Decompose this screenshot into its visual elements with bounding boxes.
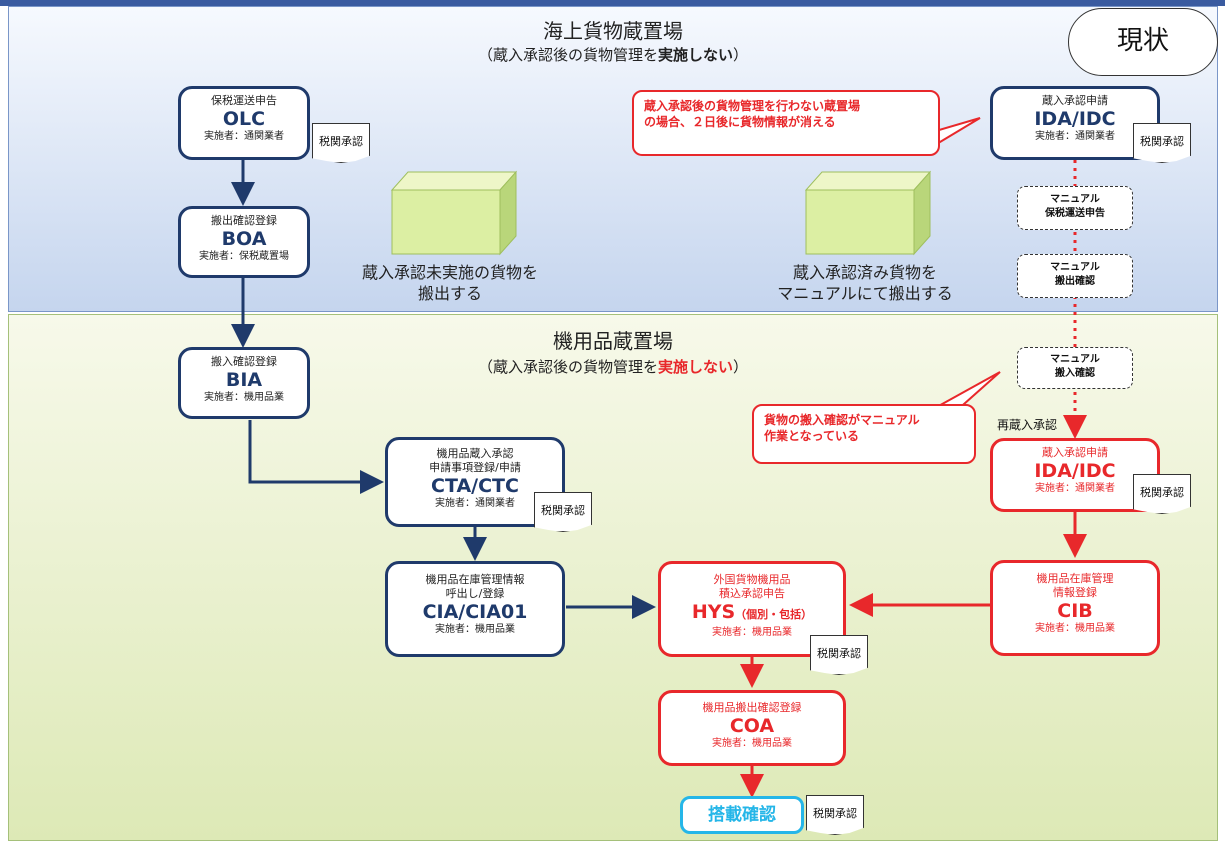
customs-approval-doc: 税関承認: [1133, 123, 1191, 163]
olc-box: 保税運送申告 OLC 実施者：通関業者: [178, 86, 310, 160]
customs-approval-doc: 税関承認: [1133, 474, 1191, 514]
cib-box: 機用品在庫管理 情報登録 CIB 実施者：機用品業: [990, 560, 1160, 656]
ida-idc-box: 蔵入承認申請 IDA/IDC 実施者：通関業者: [990, 86, 1160, 160]
boa-box: 搬出確認登録 BOA 実施者：保税蔵置場: [178, 206, 310, 278]
customs-approval-doc: 税関承認: [312, 123, 370, 163]
coa-box: 機用品搬出確認登録 COA 実施者：機用品業: [658, 690, 846, 766]
manual-carry-in-box: マニュアル搬入確認: [1017, 347, 1133, 389]
cargo-cube-left: [390, 170, 518, 256]
zone-title: 海上貨物蔵置場: [543, 19, 683, 43]
left-cube-caption: 蔵入承認未実施の貨物を搬出する: [361, 263, 538, 303]
reentry-label: 再蔵入承認: [997, 418, 1058, 432]
zone-title: 機用品蔵置場: [553, 329, 673, 353]
ida-idc-reentry-box: 蔵入承認申請 IDA/IDC 実施者：通関業者: [990, 438, 1160, 512]
top-accent-bar: [0, 0, 1225, 6]
manual-carry-out-box: マニュアル搬出確認: [1017, 254, 1133, 298]
bia-box: 搬入確認登録 BIA 実施者：機用品業: [178, 347, 310, 419]
callout-data-expiry: 蔵入承認後の貨物管理を行わない蔵置場の場合、２日後に貨物情報が消える: [632, 90, 940, 156]
loading-confirmation-box: 搭載確認: [680, 796, 804, 834]
callout-manual-carry-in: 貨物の搬入確認がマニュアル作業となっている: [752, 404, 976, 464]
right-cube-caption: 蔵入承認済み貨物をマニュアルにて搬出する: [777, 263, 953, 303]
zone-subtitle: （蔵入承認後の貨物管理を実施しない）: [477, 46, 749, 64]
status-label: 現状: [1068, 8, 1218, 76]
manual-bonded-transport-box: マニュアル保税運送申告: [1017, 186, 1133, 230]
cia-box: 機用品在庫管理情報 呼出し/登録 CIA/CIA01 実施者：機用品業: [385, 561, 565, 657]
customs-approval-doc: 税関承認: [806, 795, 864, 835]
customs-approval-doc: 税関承認: [810, 635, 868, 675]
customs-approval-doc: 税関承認: [534, 492, 592, 532]
zone-subtitle: （蔵入承認後の貨物管理を実施しない）: [477, 358, 749, 376]
cargo-cube-right: [804, 170, 932, 256]
